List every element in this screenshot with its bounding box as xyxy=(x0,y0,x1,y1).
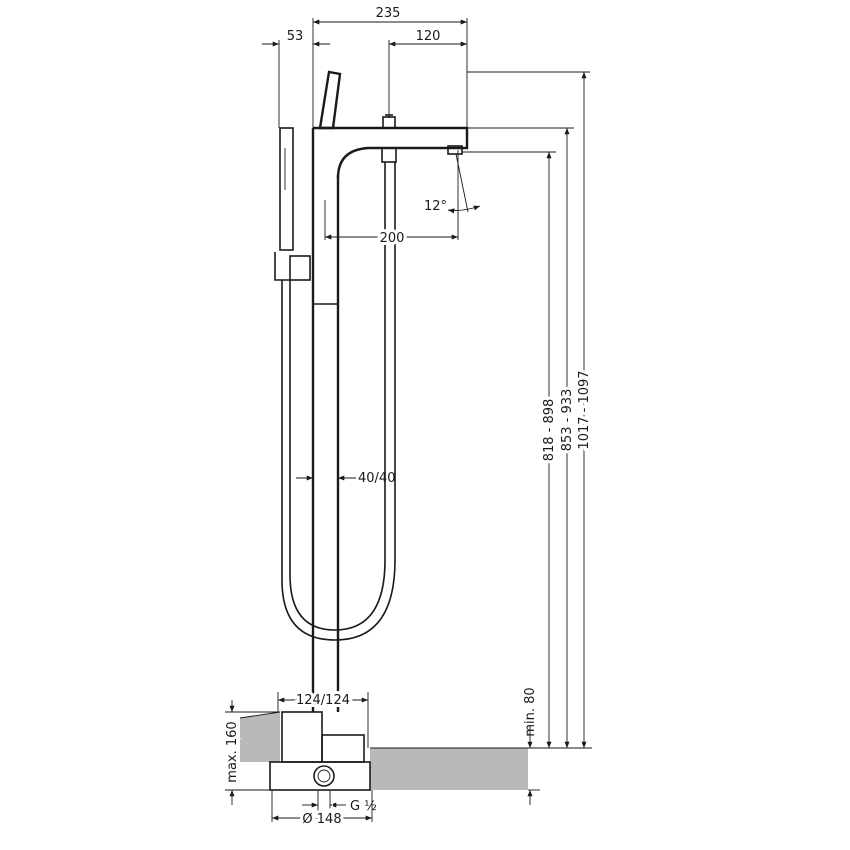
floor-section xyxy=(239,711,528,790)
dim-height-overall: 1017 - 1097 xyxy=(577,370,592,449)
dim-spout-to-valve: 120 xyxy=(416,29,441,44)
dim-width-overall: 235 xyxy=(376,6,401,21)
dim-base-width: 124/124 xyxy=(296,693,350,708)
dim-min-floor: min. 80 xyxy=(523,687,538,736)
dim-spout-reach-lower: 200 xyxy=(380,231,405,246)
dim-column-diameter: 40/40 xyxy=(358,471,395,486)
mixer-column xyxy=(311,70,469,712)
dim-max-depth: max. 160 xyxy=(225,721,240,782)
dim-spout-angle: 12° xyxy=(424,199,447,214)
dim-connection: G ½ xyxy=(350,799,377,814)
dimension-lines xyxy=(225,18,592,822)
dim-height-spout-top: 853 - 933 xyxy=(560,389,575,452)
dim-handshower-offset: 53 xyxy=(287,29,304,44)
dim-height-spout: 818 - 898 xyxy=(542,399,557,462)
hand-shower xyxy=(274,127,396,641)
dim-base-diameter: Ø 148 xyxy=(302,812,341,827)
base-box xyxy=(269,711,371,791)
